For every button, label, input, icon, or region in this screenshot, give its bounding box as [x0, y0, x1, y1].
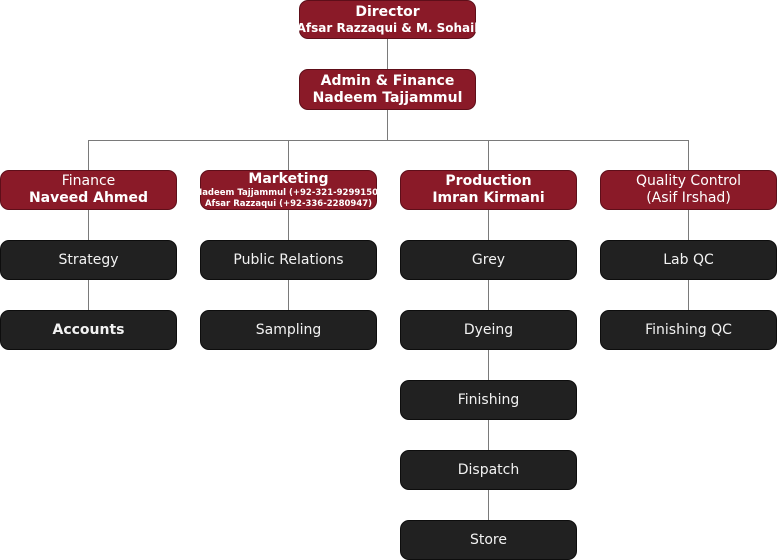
connector-admin-bus — [387, 110, 388, 140]
unit-lab-qc: Lab QC — [600, 240, 777, 280]
director-title: Director — [355, 3, 420, 20]
unit-grey: Grey — [400, 240, 577, 280]
unit-label: Lab QC — [663, 251, 714, 268]
quality-name: (Asif Irshad) — [646, 190, 731, 206]
connector-production-units — [488, 210, 489, 520]
connector-director-admin — [387, 39, 388, 69]
production-title: Production — [445, 173, 532, 189]
unit-label: Dyeing — [463, 321, 514, 338]
admin-name: Nadeem Tajjammul — [312, 89, 463, 106]
unit-dispatch: Dispatch — [400, 450, 577, 490]
unit-label: Dispatch — [457, 461, 520, 478]
production-node: Production Imran Kirmani — [400, 170, 577, 210]
unit-dyeing: Dyeing — [400, 310, 577, 350]
production-name: Imran Kirmani — [432, 190, 545, 206]
unit-strategy: Strategy — [0, 240, 177, 280]
quality-title: Quality Control — [635, 173, 742, 189]
quality-control-node: Quality Control (Asif Irshad) — [600, 170, 777, 210]
unit-store: Store — [400, 520, 577, 560]
director-names: Afsar Razzaqui & M. Sohail — [296, 20, 479, 35]
unit-label: Finishing — [457, 391, 520, 408]
admin-finance-node: Admin & Finance Nadeem Tajjammul — [299, 69, 476, 110]
connector-bus-marketing — [288, 140, 289, 170]
director-node: Director Afsar Razzaqui & M. Sohail — [296, 0, 479, 39]
finance-name: Naveed Ahmed — [28, 190, 149, 206]
unit-label: Grey — [471, 251, 506, 268]
unit-label: Finishing QC — [645, 321, 732, 338]
marketing-contact-1: Nadeem Tajjammul (+92-321-9299150) — [195, 187, 382, 198]
unit-label: Store — [469, 531, 507, 548]
unit-finishing: Finishing — [400, 380, 577, 420]
unit-public-relations: Public Relations — [200, 240, 377, 280]
marketing-title: Marketing — [248, 170, 329, 187]
connector-bus-quality — [688, 140, 689, 170]
unit-finishing-qc: Finishing QC — [600, 310, 777, 350]
unit-label: Accounts — [52, 321, 125, 338]
marketing-contact-2: Afsar Razzaqui (+92-336-2280947) — [204, 198, 373, 209]
connector-horizontal-bus — [88, 140, 689, 141]
unit-label: Public Relations — [233, 251, 344, 268]
connector-bus-finance — [88, 140, 89, 170]
unit-label: Strategy — [58, 251, 119, 268]
unit-label: Sampling — [255, 321, 322, 338]
connector-bus-production — [488, 140, 489, 170]
unit-sampling: Sampling — [200, 310, 377, 350]
admin-title: Admin & Finance — [320, 72, 455, 89]
unit-accounts: Accounts — [0, 310, 177, 350]
finance-node: Finance Naveed Ahmed — [0, 170, 177, 210]
marketing-node: Marketing Nadeem Tajjammul (+92-321-9299… — [195, 170, 382, 210]
finance-title: Finance — [61, 173, 116, 189]
